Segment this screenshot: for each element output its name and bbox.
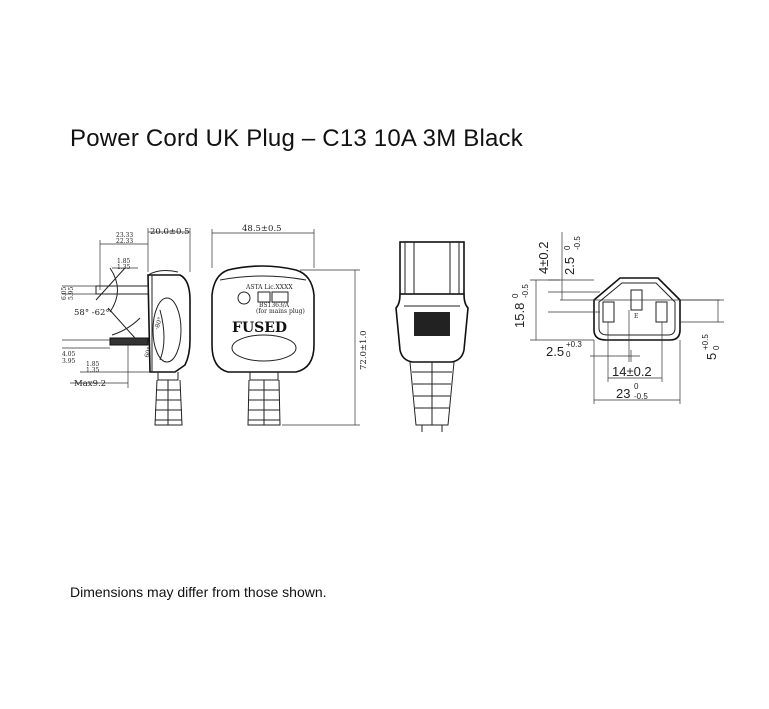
- front-view-plug: [211, 229, 360, 426]
- dim-side-4-05: 4.05: [62, 351, 76, 358]
- dim-side-1-85-top: 1.85: [117, 258, 131, 265]
- front-label-asta: ASTA Lic.XXXX: [245, 284, 293, 291]
- dim-side-width: 20.0±0.5: [150, 227, 190, 237]
- dim-c13-23-sup-top: 0: [634, 382, 639, 391]
- dim-c13-2-5-main: 2.5: [562, 257, 577, 275]
- dim-c13-5-main: 5: [704, 353, 719, 360]
- dim-side-1-85-bot: 1.85: [86, 361, 100, 368]
- dim-front-height: 72.0±1.0: [359, 330, 369, 370]
- dim-c13-2-5-sup-bot: -0.5: [573, 236, 582, 250]
- dim-c13-4: 4±0.2: [536, 242, 551, 274]
- dim-side-6-05: 6.05: [61, 286, 68, 300]
- c13-earth-pin-mark: E: [634, 313, 638, 320]
- dim-c13-5-sup-bot: 0: [712, 345, 721, 350]
- dim-c13-2-5b-main: 2.5: [546, 344, 564, 359]
- dim-front-width: 48.5±0.5: [242, 224, 282, 234]
- side-view-plug: [62, 228, 191, 426]
- dim-side-1-35-top: 1.35: [117, 264, 131, 271]
- c13-face-view: [530, 232, 724, 404]
- dim-c13-2-5-sup-top: 0: [563, 245, 572, 250]
- page-title: Power Cord UK Plug – C13 10A 3M Black: [70, 125, 523, 152]
- dim-side-arc-a: 60°: [143, 346, 153, 358]
- c13-side-view: [395, 241, 469, 432]
- dim-side-22-33: 22.33: [116, 238, 133, 245]
- dim-c13-23-sup-bot: -0.5: [634, 392, 648, 401]
- dim-c13-15-8-sup-bot: -0.5: [521, 284, 530, 298]
- disclaimer-text: Dimensions may differ from those shown.: [70, 584, 327, 600]
- dim-c13-23-main: 23: [616, 386, 630, 401]
- dim-side-23-33: 23.33: [116, 232, 133, 239]
- dim-side-5-95: 5.95: [68, 286, 75, 300]
- dim-side-1-35-bot: 1.35: [86, 367, 100, 374]
- dim-side-arc-b: -80°: [153, 316, 164, 330]
- dim-c13-5-sup-top: +0.5: [701, 334, 710, 350]
- dim-c13-14: 14±0.2: [612, 364, 652, 379]
- dim-side-3-95: 3.95: [62, 358, 76, 365]
- front-label-fused: FUSED: [232, 320, 287, 336]
- dim-c13-15-8-main: 15.8: [512, 303, 527, 328]
- dim-side-angle: 58° -62°: [74, 308, 110, 318]
- dim-c13-15-8-sup-top: 0: [511, 293, 520, 298]
- dim-c13-2-5b-sup-top: +0.3: [566, 340, 582, 349]
- front-label-fuse-note: (for mains plug): [256, 308, 305, 315]
- front-label-bs: BS1363/A: [259, 302, 290, 309]
- dim-c13-2-5b-sup-bot: 0: [566, 350, 571, 359]
- dim-side-max: Max9.2: [74, 379, 106, 389]
